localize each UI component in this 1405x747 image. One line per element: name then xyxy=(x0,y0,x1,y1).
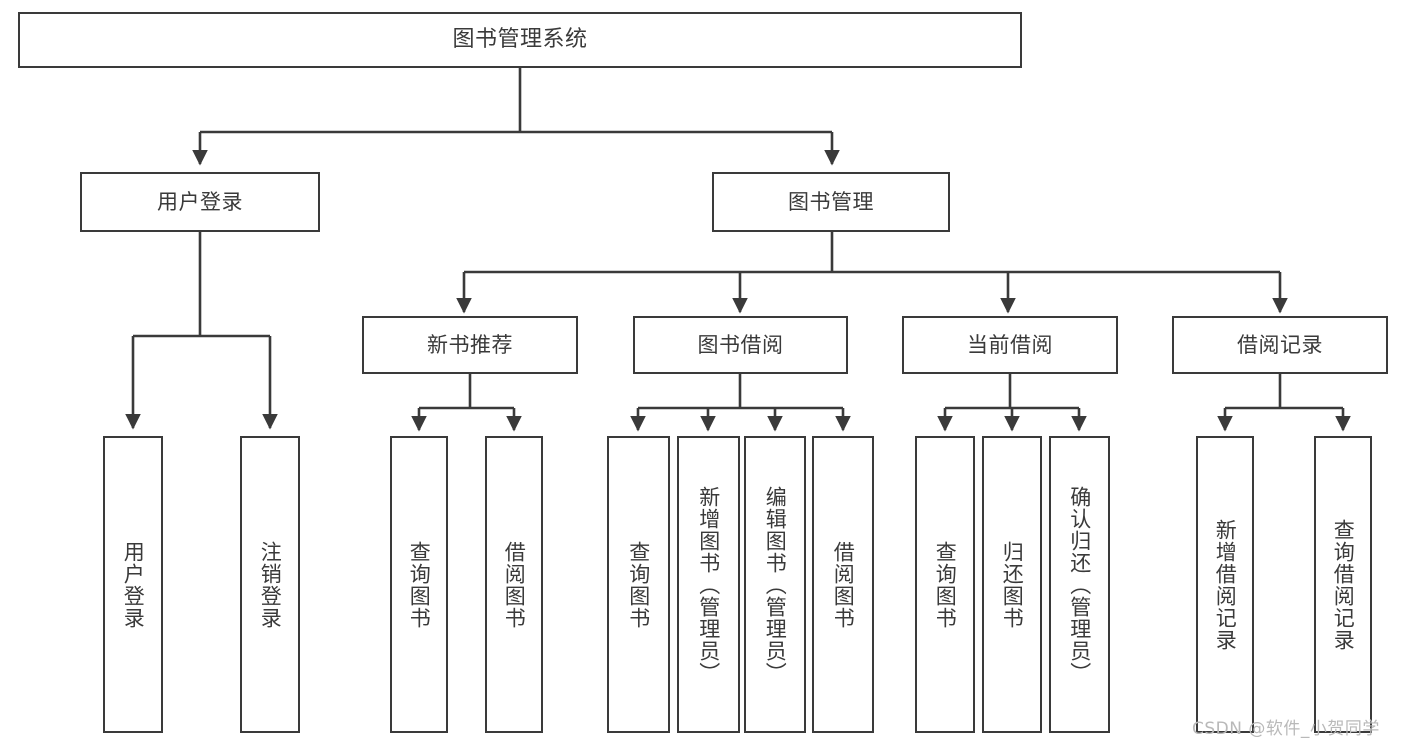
node-label: 查询图书 xyxy=(407,540,432,629)
node-root-system[interactable]: 图书管理系统 xyxy=(18,12,1022,68)
node-label: 图书借阅 xyxy=(697,332,784,357)
node-label: 查询图书 xyxy=(933,540,958,629)
leaf-record-add-record[interactable]: 新增借阅记录 xyxy=(1196,436,1254,733)
node-label: 查询图书 xyxy=(626,540,651,629)
csdn-watermark: CSDN @软件_小贺同学 xyxy=(1192,719,1380,739)
node-user-login[interactable]: 用户登录 xyxy=(80,172,320,232)
node-label: 借阅图书 xyxy=(502,540,527,629)
node-book-management[interactable]: 图书管理 xyxy=(712,172,950,232)
leaf-record-query-record[interactable]: 查询借阅记录 xyxy=(1314,436,1372,733)
node-label: 用户登录 xyxy=(121,540,146,629)
node-label: 新书推荐 xyxy=(427,332,513,357)
leaf-user-login[interactable]: 用户登录 xyxy=(103,436,163,733)
node-label: 图书管理系统 xyxy=(452,27,588,53)
node-label: 编辑图书（管理员） xyxy=(763,485,788,684)
node-label: 查询借阅记录 xyxy=(1331,518,1356,651)
node-label: 归还图书 xyxy=(1000,540,1025,629)
leaf-recommend-borrow-book[interactable]: 借阅图书 xyxy=(485,436,543,733)
leaf-borrow-query-book[interactable]: 查询图书 xyxy=(607,436,670,733)
leaf-current-return-book[interactable]: 归还图书 xyxy=(982,436,1042,733)
leaf-user-logout[interactable]: 注销登录 xyxy=(240,436,300,733)
leaf-current-confirm-return[interactable]: 确认归还（管理员） xyxy=(1049,436,1110,733)
node-label: 新增借阅记录 xyxy=(1213,518,1238,651)
node-borrow-record[interactable]: 借阅记录 xyxy=(1172,316,1388,374)
node-label: 借阅图书 xyxy=(831,540,856,629)
leaf-borrow-add-book[interactable]: 新增图书（管理员） xyxy=(677,436,740,733)
node-book-borrow[interactable]: 图书借阅 xyxy=(633,316,848,374)
node-new-book-recommend[interactable]: 新书推荐 xyxy=(362,316,578,374)
node-label: 用户登录 xyxy=(157,189,243,214)
leaf-borrow-borrow-book[interactable]: 借阅图书 xyxy=(812,436,874,733)
node-label: 注销登录 xyxy=(258,540,283,629)
node-current-borrow[interactable]: 当前借阅 xyxy=(902,316,1118,374)
leaf-borrow-edit-book[interactable]: 编辑图书（管理员） xyxy=(744,436,806,733)
node-label: 借阅记录 xyxy=(1237,332,1323,357)
node-label: 新增图书（管理员） xyxy=(696,485,721,684)
node-label: 当前借阅 xyxy=(967,332,1053,357)
leaf-recommend-query-book[interactable]: 查询图书 xyxy=(390,436,448,733)
leaf-current-query-book[interactable]: 查询图书 xyxy=(915,436,975,733)
node-label: 确认归还（管理员） xyxy=(1067,485,1092,684)
node-label: 图书管理 xyxy=(788,189,874,214)
